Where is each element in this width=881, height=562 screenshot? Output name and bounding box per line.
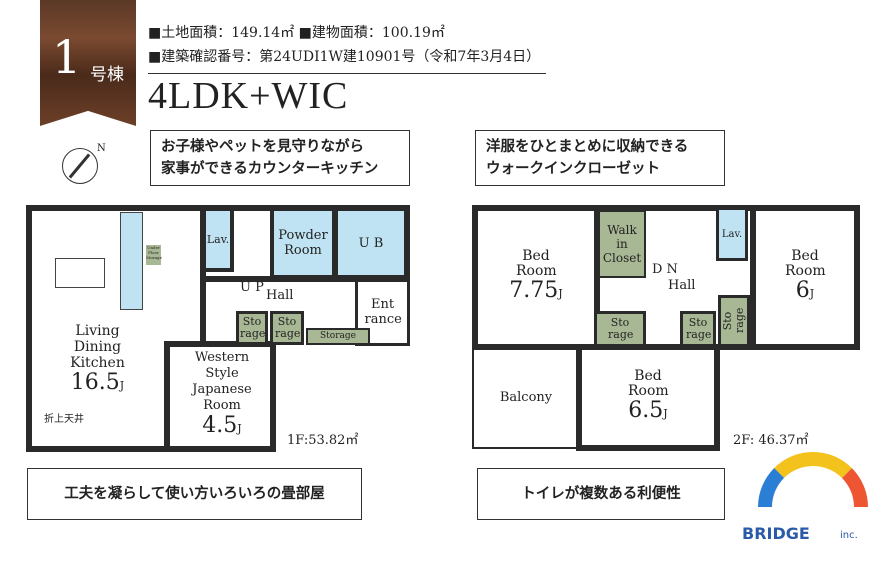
callout-wic: 洋服をひとまとめに収納できる ウォークインクローゼット xyxy=(475,130,725,186)
logo-text: BRIDGE xyxy=(742,524,810,543)
bedroom-65: Bed Room 6.5J xyxy=(576,344,720,451)
building-suffix: 号棟 xyxy=(90,65,124,85)
callout-kitchen: お子様やペットを見守りながら 家事ができるカウンターキッチン xyxy=(150,130,410,186)
building-area: ■建物面積：100.19㎡ xyxy=(298,25,445,41)
room-name: Sto rage xyxy=(275,315,301,340)
callout-line: 家事ができるカウンターキッチン xyxy=(161,161,379,177)
japanese-room-label: Western Style Japanese Room 4.5J xyxy=(172,350,272,441)
layout-type: 4LDK+WIC xyxy=(148,75,349,117)
room-name: Ent rance xyxy=(364,297,402,327)
hall-label-2f: Hall xyxy=(668,278,696,293)
japanese-room xyxy=(164,341,276,452)
room-name: Sto rage xyxy=(686,316,712,341)
compass-icon: N xyxy=(62,143,106,184)
room-name: Lav. xyxy=(206,233,230,246)
room-name: Lav. xyxy=(721,228,743,240)
size-value: 6.5 xyxy=(628,398,664,423)
room-name: Sto rage xyxy=(721,307,746,333)
room-name: Storage xyxy=(320,331,356,341)
kitchen-counter xyxy=(120,212,143,310)
storage-2f-2: Sto rage xyxy=(680,311,716,347)
room-size: 16.5J xyxy=(50,371,145,398)
size-unit: J xyxy=(119,379,125,392)
room-name: Living Dining Kitchen xyxy=(70,323,125,371)
confirmation-number: ■建築確認番号：第24UDI1W建10901号（令和7年3月4日） xyxy=(148,49,541,65)
size-value: 4.5 xyxy=(202,413,238,438)
divider xyxy=(148,73,546,74)
balcony: Balcony xyxy=(472,346,580,449)
size-value: 6 xyxy=(795,278,810,303)
stairs-down-label: D N xyxy=(652,262,678,277)
compass-label: N xyxy=(97,143,106,154)
area-info: ■土地面積：149.14㎡ ■建物面積：100.19㎡ xyxy=(148,22,445,42)
hall-label-1f: Hall xyxy=(266,288,294,303)
size-unit: J xyxy=(558,287,563,300)
callout-toilets: トイレが複数ある利便性 xyxy=(477,468,725,520)
size-value: 16.5 xyxy=(70,370,120,395)
bridge-logo: BRIDGE inc. xyxy=(740,452,875,547)
storage-2f-3: Sto rage xyxy=(718,295,750,347)
bedroom-6: Bed Room 6J xyxy=(750,205,860,350)
room-name: Sto rage xyxy=(240,315,266,340)
underfloor-storage: Under Floor Storage xyxy=(146,245,162,265)
room-name: Western Style Japanese Room xyxy=(192,350,252,413)
storage-1f-3: Storage xyxy=(306,328,370,345)
powder-room: Powder Room xyxy=(270,207,336,279)
room-name: Bed Room xyxy=(785,248,826,279)
floor-area-1f: 1F:53.82㎡ xyxy=(287,433,359,448)
ceiling-note: 折上天井 xyxy=(44,414,84,425)
room-name: Sto rage xyxy=(608,316,634,341)
unit-bath: U B xyxy=(334,207,408,279)
lav-2f: Lav. xyxy=(716,207,748,261)
room-size: 7.75J xyxy=(509,279,562,306)
stairs-up-label: U P xyxy=(240,280,264,295)
callout-line: 洋服をひとまとめに収納できる xyxy=(486,139,689,155)
lav-1f: Lav. xyxy=(202,207,234,272)
building-number-badge: 1 号棟 xyxy=(40,0,136,126)
logo-suffix: inc. xyxy=(840,530,858,541)
room-name: Bed Room xyxy=(516,248,557,279)
size-value: 7.75 xyxy=(509,278,559,303)
land-area: ■土地面積：149.14㎡ xyxy=(148,25,295,41)
room-name: Walk in Closet xyxy=(602,223,642,265)
room-size: 6.5J xyxy=(628,399,667,426)
size-unit: J xyxy=(237,422,242,435)
room-name: Balcony xyxy=(499,390,553,405)
walk-in-closet: Walk in Closet xyxy=(598,210,646,278)
bedroom-775: Bed Room 7.75J xyxy=(472,205,600,350)
callout-line: ウォークインクローゼット xyxy=(486,161,660,177)
room-size: 6J xyxy=(796,279,814,306)
size-unit: J xyxy=(809,287,815,300)
room-size: 4.5J xyxy=(172,414,272,441)
storage-2f-1: Sto rage xyxy=(594,311,646,347)
entrance: Ent rance xyxy=(355,278,410,346)
room-name: U B xyxy=(358,235,384,251)
floor-area-2f: 2F: 46.37㎡ xyxy=(733,433,809,448)
room-name: Bed Room xyxy=(628,368,669,399)
storage-1f-2: Sto rage xyxy=(270,311,304,345)
callout-tatami: 工夫を凝らして使い方いろいろの畳部屋 xyxy=(27,468,362,520)
storage-1f-1: Sto rage xyxy=(236,311,268,345)
dining-table xyxy=(55,258,105,288)
rainbow-icon xyxy=(758,452,868,507)
size-unit: J xyxy=(663,407,668,420)
building-number: 1 xyxy=(52,30,82,84)
ldk-label: Living Dining Kitchen 16.5J xyxy=(50,323,145,398)
room-name: Powder Room xyxy=(278,228,328,258)
callout-line: お子様やペットを見守りながら xyxy=(161,139,364,155)
